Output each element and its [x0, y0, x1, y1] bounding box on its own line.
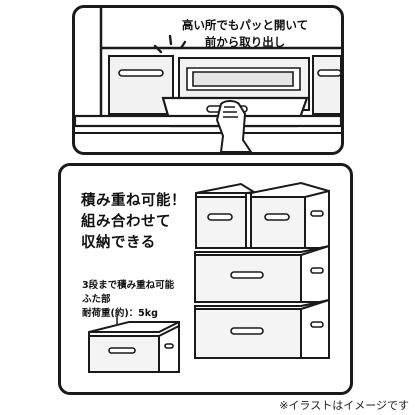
lid-label-text: ふた部 [82, 294, 111, 305]
stacking-illustration-panel: 積み重ね可能！ 組み合わせて 収納できる 3段まで積み重ね可能 ふた部 耐荷重(… [58, 163, 353, 395]
load-capacity-text: 耐荷重(約)：5kg [82, 308, 158, 319]
image-disclaimer-note: ※イラストはイメージです [279, 399, 409, 412]
open-lid-caption: 高い所でもパッと開いて 前から取り出し [181, 18, 309, 49]
stack-limit-text: 3段まで積み重ね可能 [82, 280, 175, 291]
stacked-boxes-illustration [88, 181, 330, 373]
shelf-open-lid-illustration [75, 8, 341, 152]
shelf-illustration-panel: 高い所でもパッと開いて 前から取り出し [72, 5, 344, 155]
stackable-caption: 積み重ね可能！ 組み合わせて 収納できる [81, 193, 186, 251]
